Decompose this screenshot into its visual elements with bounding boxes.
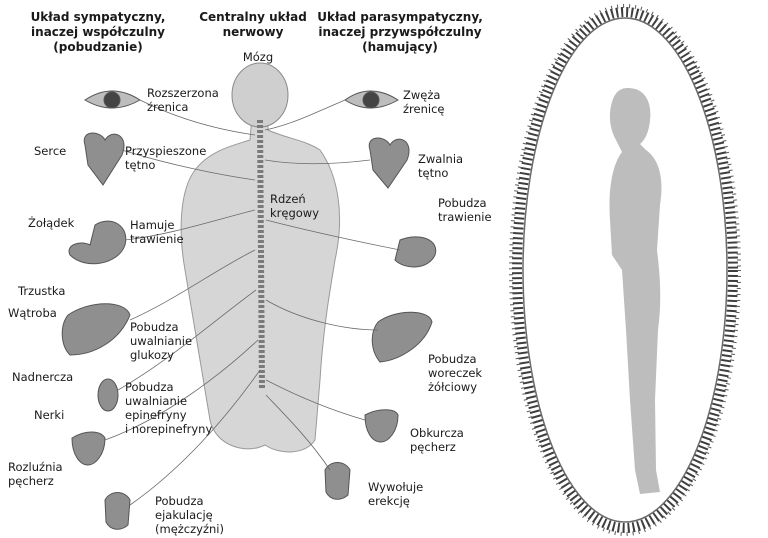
header-sympathetic-line2: inaczej współczulny [18,25,178,40]
header-parasympathetic-line3: (hamujący) [315,40,485,55]
label-para-liver-line3: żółciowy [428,380,482,394]
label-sym-stomach-line2: trawienie [130,232,184,246]
label-para-genital: Wywołuje erekcję [368,480,423,508]
label-sym-liver-line3: glukozy [130,348,192,362]
label-para-stomach-line1: Pobudza [438,196,492,210]
label-sym-adrenal-line3: epinefryny [125,408,212,422]
label-sym-adrenal-line1: Pobudza [125,380,212,394]
right-bladder-icon [365,410,398,442]
label-pancreas: Trzustka [18,284,65,298]
header-central-line1: Centralny układ [188,10,318,25]
label-para-eye: Zwęża źrenicę [403,88,444,116]
label-sym-genital: Pobudza ejakulację (mężczyźni) [155,494,224,536]
label-para-liver: Pobudza woreczek żółciowy [428,352,482,394]
label-sym-genital-line1: Pobudza [155,494,224,508]
label-para-stomach: Pobudza trawienie [438,196,492,224]
header-central: Centralny układ nerwowy [188,10,318,40]
label-brain: Mózg [228,50,288,64]
label-para-genital-line2: erekcję [368,494,423,508]
label-para-bladder-line1: Obkurcza [410,426,464,440]
label-sym-genital-line3: (mężczyźni) [155,522,224,536]
label-sym-stomach: Hamuje trawienie [130,218,184,246]
label-para-heart-line2: tętno [418,166,463,180]
label-spinal-cord-line1: Rdzeń [270,192,319,206]
header-central-line2: nerwowy [188,25,318,40]
header-parasympathetic-line1: Układ parasympatyczny, [315,10,485,25]
label-sym-bladder: Rozluźnia pęcherz [8,460,63,488]
label-sym-liver: Pobudza uwalnianie glukozy [130,320,192,362]
header-parasympathetic-line2: inaczej przywspółczulny [315,25,485,40]
label-sym-stomach-line1: Hamuje [130,218,184,232]
left-liver-icon [62,304,130,355]
label-para-bladder: Obkurcza pęcherz [410,426,464,454]
label-sym-eye-line2: źrenica [147,100,219,114]
label-sym-eye-line1: Rozszerzona [147,86,219,100]
header-sympathetic-line3: (pobudzanie) [18,40,178,55]
right-heart-icon [369,138,409,188]
label-sym-heart-line2: tętno [125,158,206,172]
label-kidneys: Nerki [34,408,64,422]
label-spinal-cord: Rdzeń kręgowy [270,192,319,220]
label-sym-eye: Rozszerzona źrenica [147,86,219,114]
left-kidney-icon [98,379,118,411]
label-sym-bladder-line2: pęcherz [8,474,63,488]
label-para-eye-line1: Zwęża [403,88,444,102]
label-sym-adrenal-line2: uwalnianie [125,394,212,408]
header-sympathetic-line1: Układ sympatyczny, [18,10,178,25]
label-sym-liver-line1: Pobudza [130,320,192,334]
label-para-genital-line1: Wywołuje [368,480,423,494]
right-liver-icon [372,312,432,362]
label-sym-bladder-line1: Rozluźnia [8,460,63,474]
left-bladder-icon [72,432,105,465]
label-adrenal: Nadnercza [12,370,73,384]
label-liver: Wątroba [8,306,57,320]
head-brain [232,63,288,127]
label-para-heart-line1: Zwalnia [418,152,463,166]
label-para-heart: Zwalnia tętno [418,152,463,180]
label-sym-heart: Przyspieszone tętno [125,144,206,172]
header-parasympathetic: Układ parasympatyczny, inaczej przywspół… [315,10,485,55]
left-genital-icon [105,493,130,530]
right-pupil-icon [363,92,379,108]
label-sym-heart-line1: Przyspieszone [125,144,206,158]
label-para-liver-line2: woreczek [428,366,482,380]
label-sym-liver-line2: uwalnianie [130,334,192,348]
label-heart: Serce [34,144,66,158]
label-para-stomach-line2: trawienie [438,210,492,224]
right-stomach-icon [395,237,436,267]
label-sym-adrenal: Pobudza uwalnianie epinefryny i norepine… [125,380,212,436]
left-pupil-icon [104,92,120,108]
label-para-bladder-line2: pęcherz [410,440,464,454]
header-sympathetic: Układ sympatyczny, inaczej współczulny (… [18,10,178,55]
label-spinal-cord-line2: kręgowy [270,206,319,220]
left-stomach-icon [69,221,126,264]
left-heart-icon [84,133,124,185]
label-para-liver-line1: Pobudza [428,352,482,366]
aura-figure [511,6,739,534]
label-para-eye-line2: źrenicę [403,102,444,116]
label-sym-genital-line2: ejakulację [155,508,224,522]
label-sym-adrenal-line4: i norepinefryny [125,422,212,436]
label-stomach: Żołądek [28,216,74,230]
